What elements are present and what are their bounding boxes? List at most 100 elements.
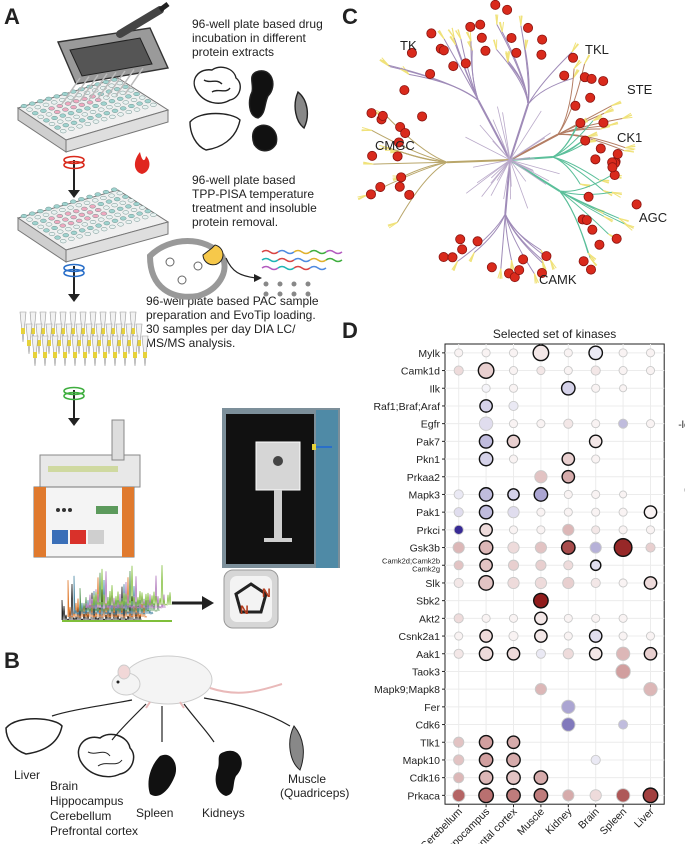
tree-leaf — [388, 221, 398, 229]
kinase-label: Akt2 — [419, 613, 440, 625]
kinase-dot — [533, 787, 549, 803]
tree-twig — [557, 128, 601, 136]
tissue-label: Liver — [632, 805, 657, 830]
tree-twig — [559, 190, 620, 219]
label-liver: Liver — [14, 768, 41, 782]
mass-spectrometer — [222, 408, 340, 568]
tree-leaf — [587, 133, 598, 137]
centrifuge-icon — [63, 155, 85, 165]
tree-leaf — [451, 27, 455, 38]
kinase-dot — [643, 576, 658, 590]
tree-leaf — [493, 39, 497, 50]
tree-branch — [447, 159, 511, 164]
kinase-hit-dot — [425, 68, 436, 79]
kinase-label: Cdk16 — [410, 773, 441, 785]
kinase-hit-dot — [447, 252, 458, 263]
kinase-label: Camk1d — [401, 366, 440, 378]
kinase-label: Pak1 — [416, 507, 440, 519]
tree-leaf — [622, 114, 633, 119]
kinase-dot — [643, 681, 658, 697]
kinase-dot — [561, 469, 576, 484]
tree-leaf — [387, 221, 398, 226]
tree-twig — [552, 123, 579, 158]
kinase-dot — [532, 344, 550, 362]
tree-branch — [509, 104, 530, 161]
kinase-hit-dot — [400, 128, 411, 139]
tree-leaf — [592, 114, 602, 122]
kinase-dot — [481, 383, 491, 393]
kinase-dot — [452, 788, 466, 802]
spleen-icon-b — [148, 754, 177, 797]
kinase-dot — [618, 578, 628, 588]
kinase-dot — [590, 365, 601, 376]
kinase-dot — [453, 736, 465, 748]
kinase-label: Camk2d;Camk2b — [382, 556, 440, 565]
kinase-dot — [479, 399, 493, 413]
mouse-organs-illustration — [5, 655, 304, 797]
kinase-dot — [508, 630, 519, 642]
tree-spoke — [509, 159, 560, 175]
tree-spoke — [509, 159, 550, 182]
panel-letter-d: D — [342, 318, 358, 343]
kinase-hit-dot — [587, 224, 598, 235]
tree-leaf — [623, 148, 635, 152]
tree-leaf — [450, 35, 456, 46]
kinase-dot — [478, 752, 494, 768]
imidazole-result-icon: N N — [223, 569, 279, 629]
kinase-dot — [454, 348, 464, 358]
tree-spoke — [509, 159, 529, 209]
kinase-hit-dot — [559, 70, 570, 81]
spleen-icon — [251, 124, 278, 152]
kinase-dot — [590, 577, 601, 589]
tree-twig — [460, 38, 479, 101]
kinase-hit-dot — [506, 32, 517, 43]
tree-leaf — [625, 147, 636, 150]
kinase-hit-dot — [367, 150, 378, 161]
kinase-dot — [560, 380, 576, 396]
kinase-hit-dot — [393, 137, 404, 148]
kinase-dot — [590, 754, 601, 766]
kinase-dot — [615, 788, 631, 803]
tree-twig — [507, 62, 529, 105]
tree-spoke — [503, 159, 511, 200]
kinase-hit-dot — [568, 52, 579, 63]
tree-leaf — [587, 252, 597, 260]
kinase-dot-plot: Selected set of kinasesMylkCamk1dIlkRaf1… — [373, 327, 685, 844]
kinase-hit-dot — [438, 45, 449, 56]
kinase-dot — [478, 787, 495, 804]
kinase-dot — [533, 487, 549, 502]
kinase-dot — [454, 631, 464, 641]
kinase-hit-dot — [375, 181, 386, 192]
tree-twig — [504, 213, 542, 251]
kinase-dot — [619, 384, 628, 393]
kinase-dot — [479, 629, 493, 643]
label-cerebellum: Cerebellum — [50, 809, 112, 823]
kinase-hit-dot — [399, 85, 410, 96]
kinase-hit-dot — [590, 154, 601, 165]
kinase-hit-dot — [472, 236, 483, 247]
tree-branch — [509, 133, 559, 161]
tree-leaf — [361, 129, 372, 131]
kinase-hit-dot — [486, 262, 497, 273]
lc-system — [33, 419, 141, 558]
kinase-dot — [561, 699, 576, 714]
kinase-hit-dot — [575, 118, 586, 129]
tree-leaf — [533, 273, 539, 283]
kinase-dot — [481, 348, 491, 358]
kinase-label: Mylk — [418, 348, 440, 360]
tree-spoke — [465, 159, 511, 194]
kinase-dot — [534, 683, 548, 696]
kinase-dot — [506, 752, 521, 768]
muscle-icon-b — [289, 725, 304, 771]
tree-leaf — [379, 59, 389, 66]
kinase-dot — [508, 400, 519, 411]
centrifuge-icon-3 — [63, 386, 85, 396]
kinase-dot — [645, 366, 656, 376]
tree-twig — [559, 190, 589, 254]
kinase-dot — [563, 489, 573, 499]
kinase-hit-dot — [612, 149, 623, 160]
tree-spoke — [509, 159, 547, 185]
tree-leaf — [611, 191, 622, 196]
kinase-hit-dot — [580, 135, 591, 146]
kinase-dot — [588, 434, 603, 449]
